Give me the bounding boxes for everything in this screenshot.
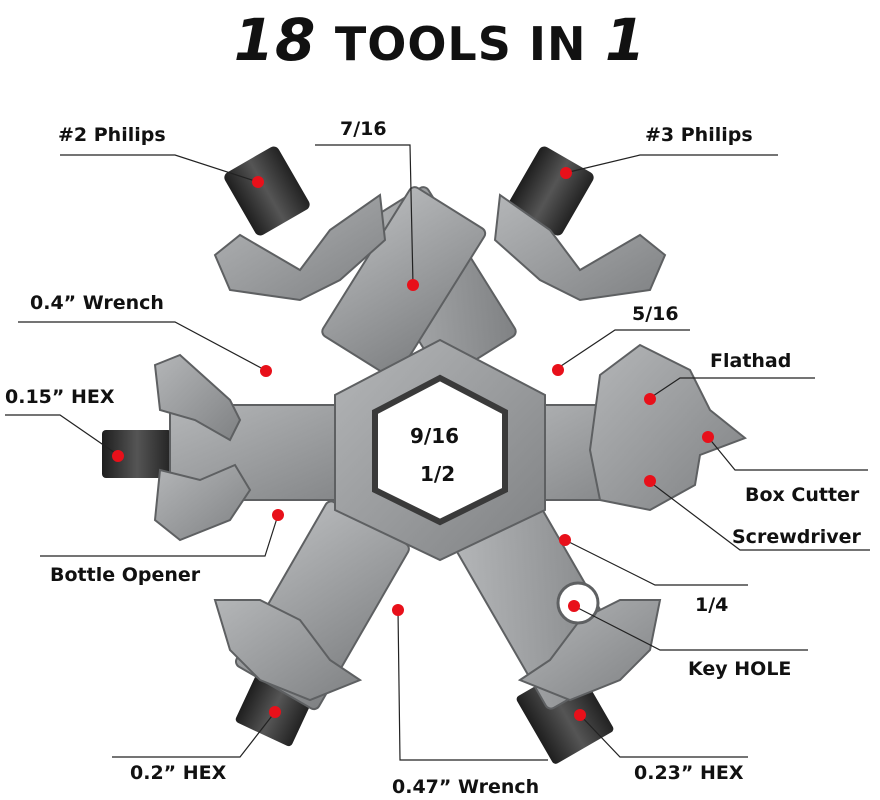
markers (112, 167, 714, 721)
title-number-18: 18 (233, 6, 317, 74)
marker-philips2 (252, 176, 264, 188)
diagram-title: 18 TOOLS IN 1 (0, 6, 880, 74)
label-philips3: #3 Philips (645, 124, 753, 146)
bit-top-right (508, 146, 594, 236)
snowflake-tool-body (153, 186, 747, 711)
label-716: 7/16 (340, 118, 387, 140)
marker-14 (559, 534, 571, 546)
marker-key-hole (568, 600, 580, 612)
label-bottle-opener: Bottle Opener (50, 564, 201, 586)
center-hex-hole (372, 374, 508, 526)
label-wrench04: 0.4” Wrench (30, 292, 164, 314)
marker-flathad (644, 393, 656, 405)
bit-left (102, 430, 172, 478)
label-wrench047: 0.47” Wrench (392, 776, 540, 798)
label-516: 5/16 (632, 303, 679, 325)
marker-screwdriver (644, 475, 656, 487)
label-box-cutter: Box Cutter (745, 484, 860, 506)
marker-hex023 (574, 709, 586, 721)
label-key-hole: Key HOLE (688, 658, 792, 680)
label-hex02: 0.2” HEX (130, 762, 227, 784)
label-flathad: Flathad (710, 350, 792, 372)
label-hex023: 0.23” HEX (634, 762, 744, 784)
marker-hex02 (269, 706, 281, 718)
label-14: 1/4 (695, 594, 729, 616)
marker-716 (407, 279, 419, 291)
center-label-12: 1/2 (420, 462, 456, 486)
marker-wrench047 (392, 604, 404, 616)
marker-516 (552, 364, 564, 376)
marker-hex015 (112, 450, 124, 462)
marker-bottle-opener (272, 509, 284, 521)
marker-philips3 (560, 167, 572, 179)
center-label-916: 9/16 (410, 424, 460, 448)
title-text: TOOLS IN (334, 17, 587, 71)
label-screwdriver: Screwdriver (732, 526, 861, 548)
bit-top-left (224, 146, 310, 236)
leader-lines (5, 144, 870, 761)
label-philips2: #2 Philips (58, 124, 166, 146)
label-hex015: 0.15” HEX (5, 386, 115, 408)
marker-wrench04 (260, 365, 272, 377)
marker-box-cutter (702, 431, 714, 443)
title-number-1: 1 (604, 6, 647, 74)
